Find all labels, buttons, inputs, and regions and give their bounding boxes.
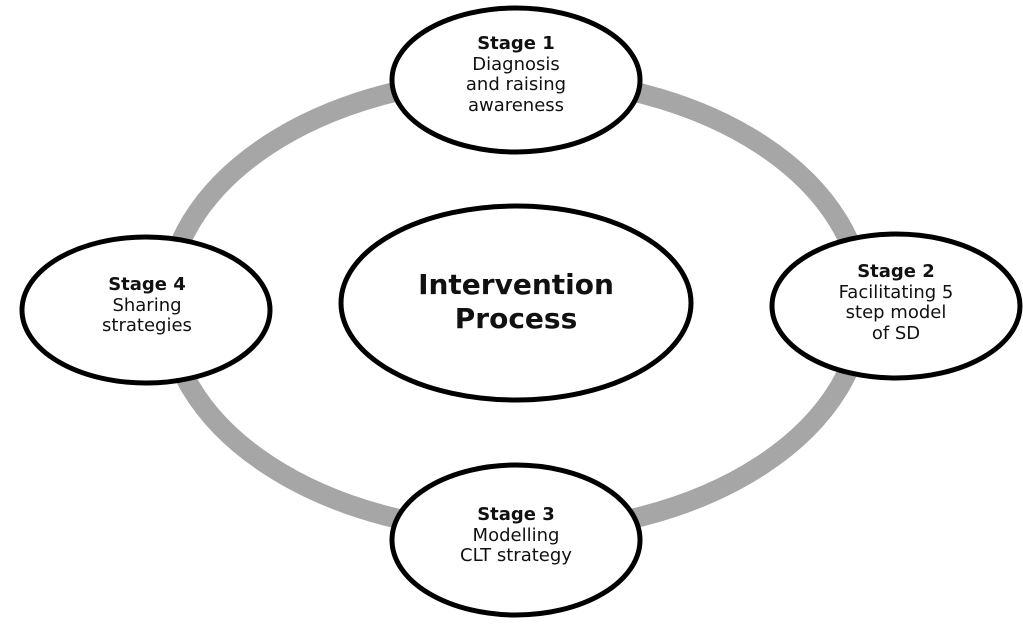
stage-3-label: Stage 3 Modelling CLT strategy [416, 504, 616, 567]
center-label-line1: Intervention [418, 268, 614, 301]
stage-4-line-1: Sharing [112, 294, 182, 316]
stage-2-line-2: step model [845, 302, 947, 324]
stage-3-title: Stage 3 [477, 504, 555, 525]
stage-1-label: Stage 1 Diagnosis and raising awareness [416, 33, 616, 117]
stage-2-line-3: of SD [871, 323, 921, 345]
center-label: Intervention Process [366, 268, 666, 335]
stage-1-title: Stage 1 [477, 33, 555, 54]
stage-4-title: Stage 4 [108, 274, 186, 295]
center-label-line2: Process [454, 301, 578, 335]
stage-1-line-3: awareness [467, 95, 565, 117]
stage-4-label: Stage 4 Sharing strategies [52, 274, 242, 337]
stage-3-circle [389, 462, 643, 618]
stage-2-circle [769, 231, 1023, 381]
stage-4-circle [19, 234, 273, 386]
stage-1-line-2: and raising [465, 74, 567, 96]
stage-3-line-2: CLT strategy [460, 545, 572, 567]
center-ellipse [338, 203, 694, 403]
stage-1-circle [389, 5, 643, 155]
stage-2-title: Stage 2 [857, 261, 935, 282]
stage-2-label: Stage 2 Facilitating 5 step model of SD [796, 261, 996, 345]
stage-2-line-1: Facilitating 5 [838, 281, 954, 303]
stage-1-line-1: Diagnosis [472, 53, 560, 75]
stage-4-line-2: strategies [102, 315, 192, 337]
stage-3-line-1: Modelling [472, 524, 560, 546]
